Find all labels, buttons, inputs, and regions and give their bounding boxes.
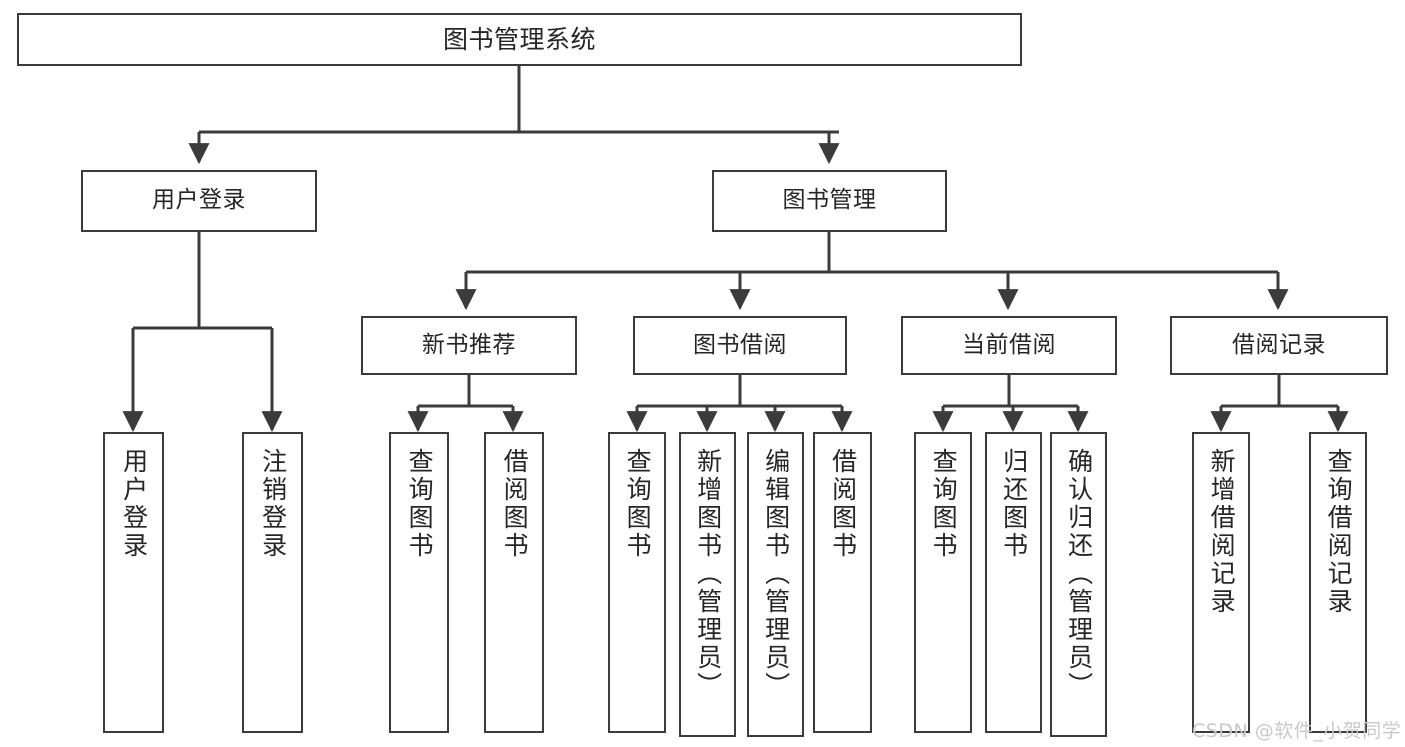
node-borrow-record[interactable]: 借阅记录 — [1170, 316, 1388, 375]
leaf-borrow-book-recommend[interactable]: 借阅图书 — [484, 432, 544, 733]
node-label: 编辑图书（管理员） — [761, 448, 791, 700]
leaf-add-borrow-record[interactable]: 新增借阅记录 — [1192, 432, 1250, 733]
node-new-book-recommend[interactable]: 新书推荐 — [361, 316, 577, 375]
node-current-borrow[interactable]: 当前借阅 — [901, 316, 1117, 375]
node-label: 借阅图书 — [500, 448, 530, 560]
node-label: 用户登录 — [152, 187, 246, 214]
node-label: 查询图书 — [405, 448, 435, 560]
node-label: 当前借阅 — [962, 331, 1056, 358]
node-label: 图书管理 — [782, 187, 877, 214]
node-label: 图书管理系统 — [442, 24, 596, 54]
leaf-user-login[interactable]: 用户登录 — [103, 432, 164, 733]
node-label: 新书推荐 — [422, 331, 516, 358]
node-label: 确认归还（管理员） — [1064, 448, 1094, 700]
node-label: 新增借阅记录 — [1207, 448, 1237, 616]
node-label: 注销登录 — [258, 448, 288, 560]
leaf-logout[interactable]: 注销登录 — [242, 432, 303, 733]
node-label: 新增图书（管理员） — [693, 448, 723, 700]
leaf-edit-book-admin[interactable]: 编辑图书（管理员） — [747, 432, 804, 737]
leaf-borrow-book[interactable]: 借阅图书 — [813, 432, 872, 733]
leaf-query-book-borrow[interactable]: 查询图书 — [608, 432, 666, 733]
node-label: 借阅图书 — [828, 448, 858, 560]
node-label: 查询借阅记录 — [1324, 448, 1354, 616]
node-user-login[interactable]: 用户登录 — [81, 170, 317, 232]
node-label: 借阅记录 — [1232, 331, 1326, 358]
node-label: 查询图书 — [929, 448, 959, 560]
node-book-borrow[interactable]: 图书借阅 — [633, 316, 847, 375]
leaf-query-book-current[interactable]: 查询图书 — [914, 432, 972, 733]
leaf-query-borrow-record[interactable]: 查询借阅记录 — [1309, 432, 1367, 733]
node-label: 图书借阅 — [693, 331, 787, 358]
node-book-management[interactable]: 图书管理 — [712, 170, 947, 232]
leaf-add-book-admin[interactable]: 新增图书（管理员） — [679, 432, 736, 737]
node-label: 用户登录 — [119, 448, 149, 560]
node-label: 归还图书 — [999, 448, 1029, 560]
node-root-system[interactable]: 图书管理系统 — [17, 13, 1022, 66]
leaf-confirm-return-admin[interactable]: 确认归还（管理员） — [1050, 432, 1107, 737]
leaf-return-book[interactable]: 归还图书 — [985, 432, 1042, 733]
node-label: 查询图书 — [623, 448, 653, 560]
leaf-query-book-recommend[interactable]: 查询图书 — [389, 432, 449, 733]
